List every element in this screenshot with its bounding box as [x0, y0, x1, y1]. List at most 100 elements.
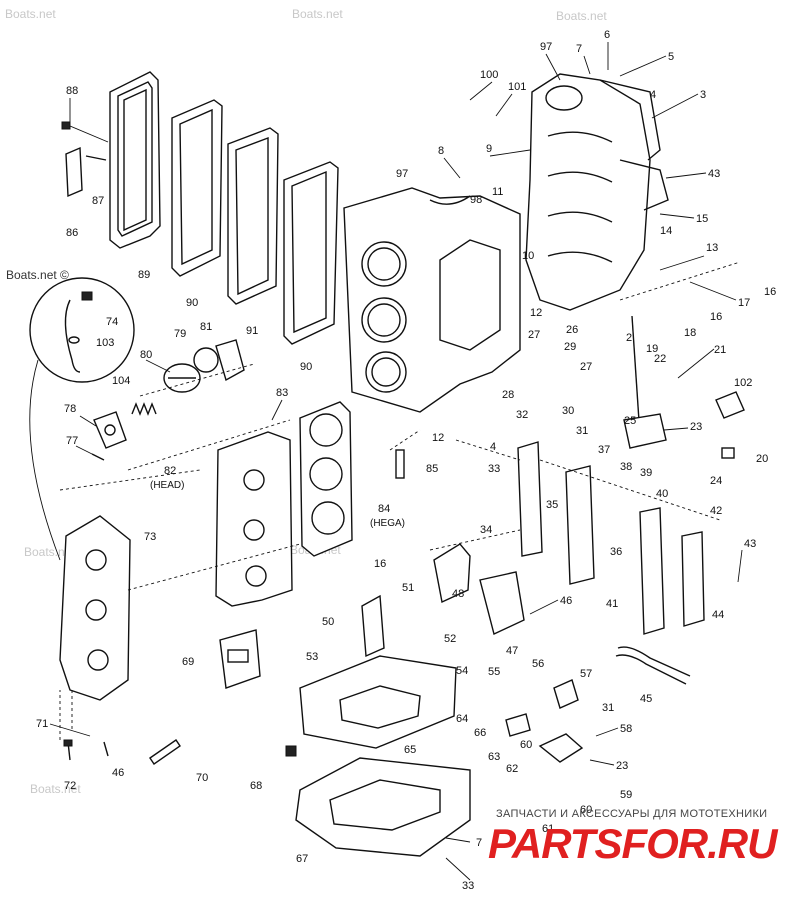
- callout-90-a: 90: [186, 297, 198, 309]
- head-gasket-84: [299, 401, 353, 557]
- watermark: Boats.net: [5, 7, 56, 21]
- spark-plug-70: [149, 739, 181, 765]
- watermark: Boats.net ©: [6, 268, 69, 282]
- callout-8: 8: [438, 145, 444, 157]
- callout-63: 63: [488, 751, 500, 763]
- callout-27-b: 27: [580, 361, 592, 373]
- callout-59: 59: [620, 789, 632, 801]
- callout-102: 102: [734, 377, 752, 389]
- callout-32: 32: [516, 409, 528, 421]
- callout-48: 48: [452, 588, 464, 600]
- lever-62: [538, 733, 584, 763]
- callout-5: 5: [668, 51, 674, 63]
- manifold-34: [517, 441, 543, 557]
- callout-53: 53: [306, 651, 318, 663]
- callout-78: 78: [64, 403, 76, 415]
- callout-10: 10: [522, 250, 534, 262]
- adapter-plate-53: [299, 655, 457, 749]
- callout-66: 66: [474, 727, 486, 739]
- callout-103: 103: [96, 337, 114, 349]
- callout-9: 9: [486, 143, 492, 155]
- callout-65: 65: [404, 744, 416, 756]
- callout-22: 22: [654, 353, 666, 365]
- callout-44: 44: [712, 609, 724, 621]
- callout-56: 56: [532, 658, 544, 670]
- callout-46-b: 46: [112, 767, 124, 779]
- callout-33-b: 33: [462, 880, 474, 892]
- callout-27-a: 27: [528, 329, 540, 341]
- bracket-57: [553, 679, 579, 709]
- callout-51: 51: [402, 582, 414, 594]
- callout-60-b: 60: [580, 804, 592, 816]
- fuse-box-69: [219, 629, 261, 689]
- callout-86: 86: [66, 227, 78, 239]
- callout-47: 47: [506, 645, 518, 657]
- callout-87: 87: [92, 195, 104, 207]
- callout-98: 98: [470, 194, 482, 206]
- callout-83: 83: [276, 387, 288, 399]
- fitting-68: [285, 745, 297, 757]
- callout-100: 100: [480, 69, 498, 81]
- brand-tagline: ЗАПЧАСТИ И АКСЕССУАРЫ ДЛЯ МОТОТЕХНИКИ: [496, 808, 768, 820]
- manifold-42: [681, 531, 705, 627]
- callout-30: 30: [562, 405, 574, 417]
- spring-104: [131, 402, 157, 416]
- linkage-19: [623, 315, 667, 449]
- callout-23-b: 23: [616, 760, 628, 772]
- callout-7-b: 7: [476, 837, 482, 849]
- callout-17: 17: [738, 297, 750, 309]
- callout-104: 104: [112, 375, 130, 387]
- callout-12-a: 12: [530, 307, 542, 319]
- callout-11: 11: [492, 186, 503, 198]
- gasket-79: [193, 347, 219, 373]
- watermark: Boats.net: [30, 782, 81, 796]
- callout-97-top: 97: [540, 41, 552, 53]
- reed-plate-48: [433, 543, 471, 604]
- callout-46: 46: [560, 595, 572, 607]
- callout-71: 71: [36, 718, 48, 730]
- callout-81: 81: [200, 321, 212, 333]
- callout-70: 70: [196, 772, 208, 784]
- callout-79: 79: [174, 328, 186, 340]
- callout-74: 74: [106, 316, 118, 328]
- callout-73: 73: [144, 531, 156, 543]
- bolt-72: [63, 739, 73, 761]
- callout-52: 52: [444, 633, 456, 645]
- callout-33-a: 33: [488, 463, 500, 475]
- callout-84: 84: [378, 503, 390, 515]
- callout-4: 4: [650, 89, 656, 101]
- callout-20: 20: [756, 453, 768, 465]
- water-cover-73: [59, 515, 131, 730]
- callout-6: 6: [604, 29, 610, 41]
- gasket-90-lower: [283, 161, 339, 345]
- callout-19: 19: [646, 343, 658, 355]
- callout-28: 28: [502, 389, 514, 401]
- detail-circle-74: [29, 277, 135, 561]
- exhaust-cover-plate-89: [109, 71, 161, 249]
- callout-21: 21: [714, 344, 726, 356]
- brand-logo[interactable]: PARTSFOR.RU: [488, 820, 777, 867]
- screw-87: [85, 155, 107, 161]
- callout-67: 67: [296, 853, 308, 865]
- callout-80: 80: [140, 349, 152, 361]
- callout-43-top: 43: [708, 168, 720, 180]
- watermark: Boats.net: [292, 7, 343, 21]
- callout-69: 69: [182, 656, 194, 668]
- assembly-lines: [59, 261, 741, 740]
- cylinder-head-82: [215, 431, 293, 607]
- callout-64: 64: [456, 713, 468, 725]
- crankcase-97: [525, 73, 669, 311]
- bolt-88: [61, 121, 109, 143]
- gasket-90-upper: [171, 99, 223, 277]
- cover-81: [215, 339, 245, 382]
- callout-36: 36: [610, 546, 622, 558]
- callout-3: 3: [700, 89, 706, 101]
- callout-89: 89: [138, 269, 150, 281]
- callout-61: 61: [542, 823, 554, 835]
- manifold-41: [639, 507, 665, 635]
- callout-24: 24: [710, 475, 722, 487]
- callout-16-c: 16: [374, 558, 386, 570]
- callout-55: 55: [488, 666, 500, 678]
